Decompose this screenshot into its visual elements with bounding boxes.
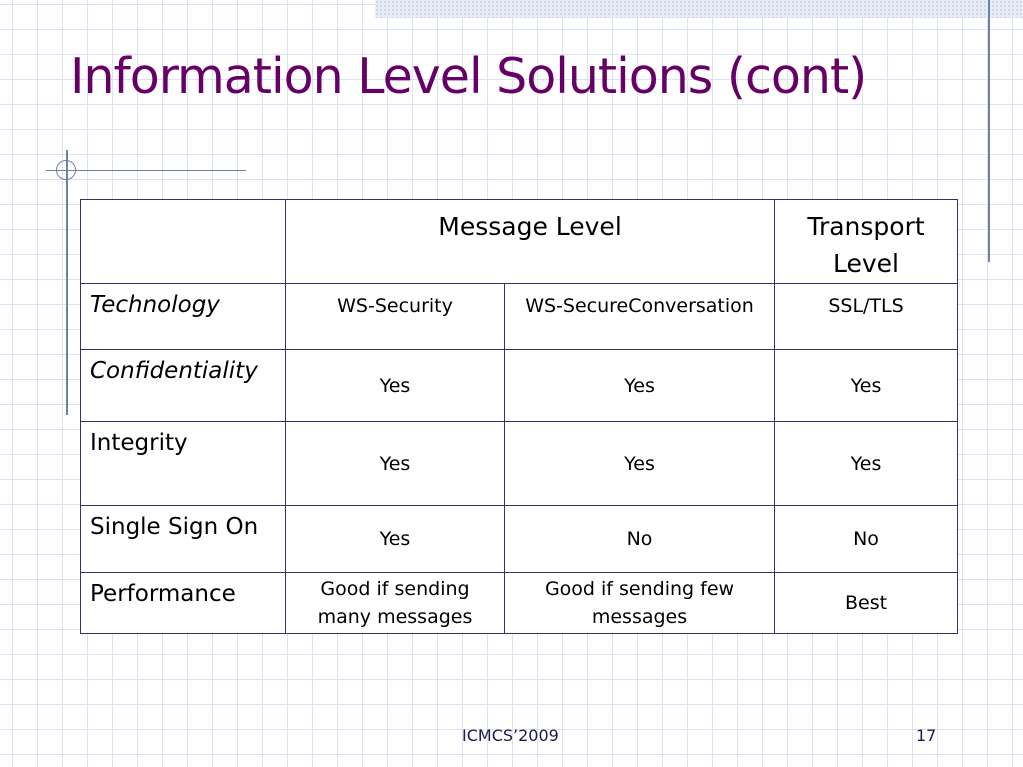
row-label-confidentiality: Confidentiality bbox=[80, 349, 286, 422]
table-cell: Good if sending few messages bbox=[503, 572, 776, 634]
table-cell: Yes bbox=[503, 421, 776, 506]
table-cell: Yes bbox=[285, 421, 505, 506]
header-empty-cell bbox=[80, 199, 286, 284]
decorative-left-line bbox=[66, 150, 68, 415]
row-label-integrity: Integrity bbox=[80, 421, 286, 506]
table-cell: No bbox=[503, 505, 776, 573]
table-cell: No bbox=[774, 505, 959, 573]
table-cell: Good if sending many messages bbox=[285, 572, 505, 634]
decorative-right-line bbox=[988, 0, 990, 262]
header-transport-line2: Level bbox=[833, 249, 900, 278]
table-cell: Yes bbox=[285, 505, 505, 573]
header-transport-level: Transport Level bbox=[774, 199, 959, 284]
table-cell: WS-Security bbox=[285, 283, 505, 350]
cell-line: many messages bbox=[317, 606, 473, 628]
row-label-performance: Performance bbox=[80, 572, 286, 634]
page-title: Information Level Solutions (cont) bbox=[70, 48, 867, 105]
table-cell: Best bbox=[774, 572, 959, 634]
table-cell: Yes bbox=[774, 349, 959, 422]
table-row: Performance Good if sending many message… bbox=[80, 572, 959, 634]
row-label-technology: Technology bbox=[80, 283, 286, 350]
decorative-top-band bbox=[375, 0, 1023, 18]
table-row: Confidentiality Yes Yes Yes bbox=[80, 349, 959, 422]
table-header-row: Message Level Transport Level bbox=[80, 199, 959, 284]
header-message-level: Message Level bbox=[284, 199, 776, 284]
comparison-table: Message Level Transport Level Technology… bbox=[80, 199, 959, 634]
table-cell: WS-SecureConversation bbox=[503, 283, 776, 350]
cell-line: Good if sending few bbox=[544, 578, 735, 600]
cell-line: messages bbox=[591, 606, 688, 628]
cell-line: Good if sending bbox=[320, 578, 470, 600]
table-row: Single Sign On Yes No No bbox=[80, 505, 959, 573]
header-transport-line1: Transport bbox=[807, 212, 925, 241]
table-row: Technology WS-Security WS-SecureConversa… bbox=[80, 283, 959, 350]
decorative-circle bbox=[56, 160, 76, 180]
table-row: Integrity Yes Yes Yes bbox=[80, 421, 959, 506]
table-cell: SSL/TLS bbox=[774, 283, 959, 350]
table-cell: Yes bbox=[285, 349, 505, 422]
table-cell: Yes bbox=[774, 421, 959, 506]
row-label-single-sign-on: Single Sign On bbox=[80, 505, 286, 573]
decorative-title-underline bbox=[46, 170, 246, 171]
page-number: 17 bbox=[916, 726, 937, 745]
footer-label: ICMCS’2009 bbox=[462, 726, 559, 745]
table-cell: Yes bbox=[503, 349, 776, 422]
